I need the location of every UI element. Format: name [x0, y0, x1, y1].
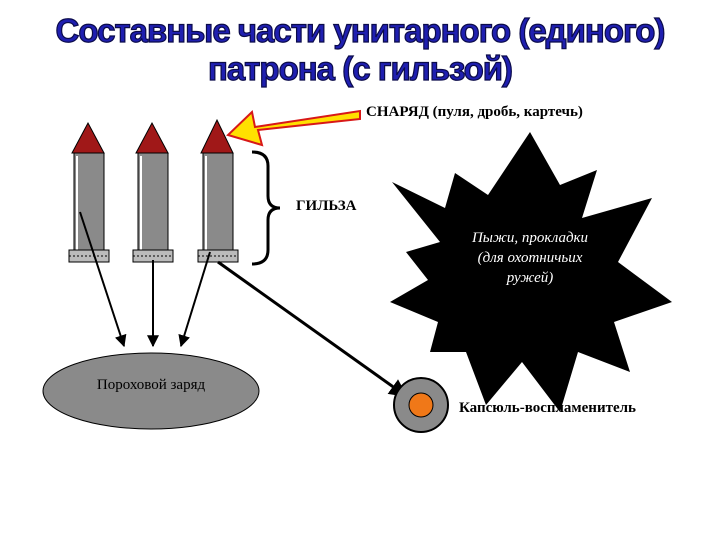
casing-2 — [137, 152, 169, 259]
casing-3 — [202, 152, 234, 259]
label-wads-line-2: (для охотничьих — [477, 250, 583, 266]
arrow-powder-1 — [79, 211, 127, 348]
arrow-powder-3 — [178, 251, 211, 348]
bullet-tip-1 — [71, 121, 105, 154]
label-projectile: СНАРЯД (пуля, дробь, картечь) — [366, 104, 583, 120]
label-wads: Пыжи, прокладки (для охотничьих ружей) — [430, 228, 630, 288]
bullet-tip-2 — [135, 121, 169, 154]
primer-core — [408, 392, 434, 418]
label-wads-line-1: Пыжи, прокладки — [471, 230, 589, 246]
label-wads-line-3: ружей) — [506, 270, 554, 286]
casing-brace — [251, 150, 281, 266]
projectile-pointer-arrow — [226, 109, 361, 147]
label-primer: Капсюль-воспламенитель — [459, 400, 636, 416]
bullet-tip-3 — [200, 118, 234, 154]
cartridge-3 — [197, 118, 239, 263]
wads-burst-shape — [390, 132, 672, 412]
page-title: Составные части унитарного (единого) пат… — [55, 11, 666, 87]
label-powder: Пороховой заряд — [96, 377, 206, 393]
cartridge-2 — [132, 121, 174, 263]
powder-charge-ellipse — [42, 352, 260, 430]
label-casing: ГИЛЬЗА — [296, 198, 357, 214]
arrow-primer — [217, 260, 408, 398]
